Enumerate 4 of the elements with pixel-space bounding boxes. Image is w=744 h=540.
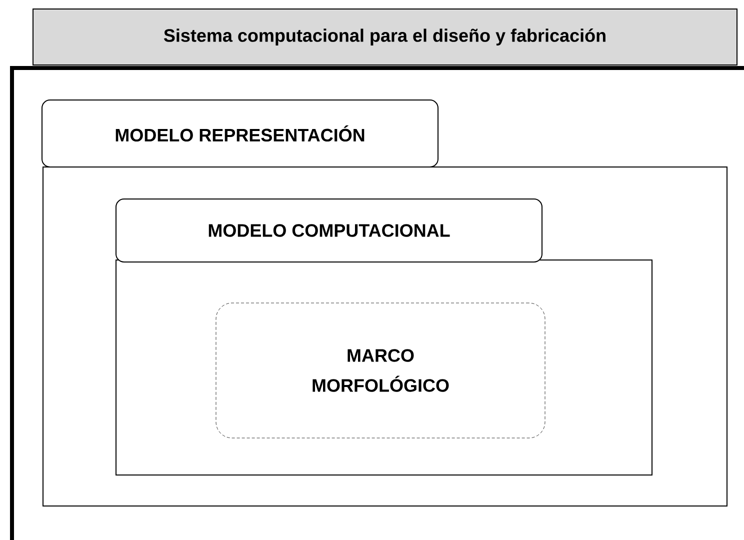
node-label: MODELO COMPUTACIONAL: [208, 224, 450, 237]
heading-tab: Sistema computacional para el diseño y fabricación: [32, 8, 738, 66]
dashed-box: MARCO MORFOLÓGICO: [216, 302, 546, 438]
node-label: MODELO REPRESENTACIÓN: [116, 125, 364, 142]
